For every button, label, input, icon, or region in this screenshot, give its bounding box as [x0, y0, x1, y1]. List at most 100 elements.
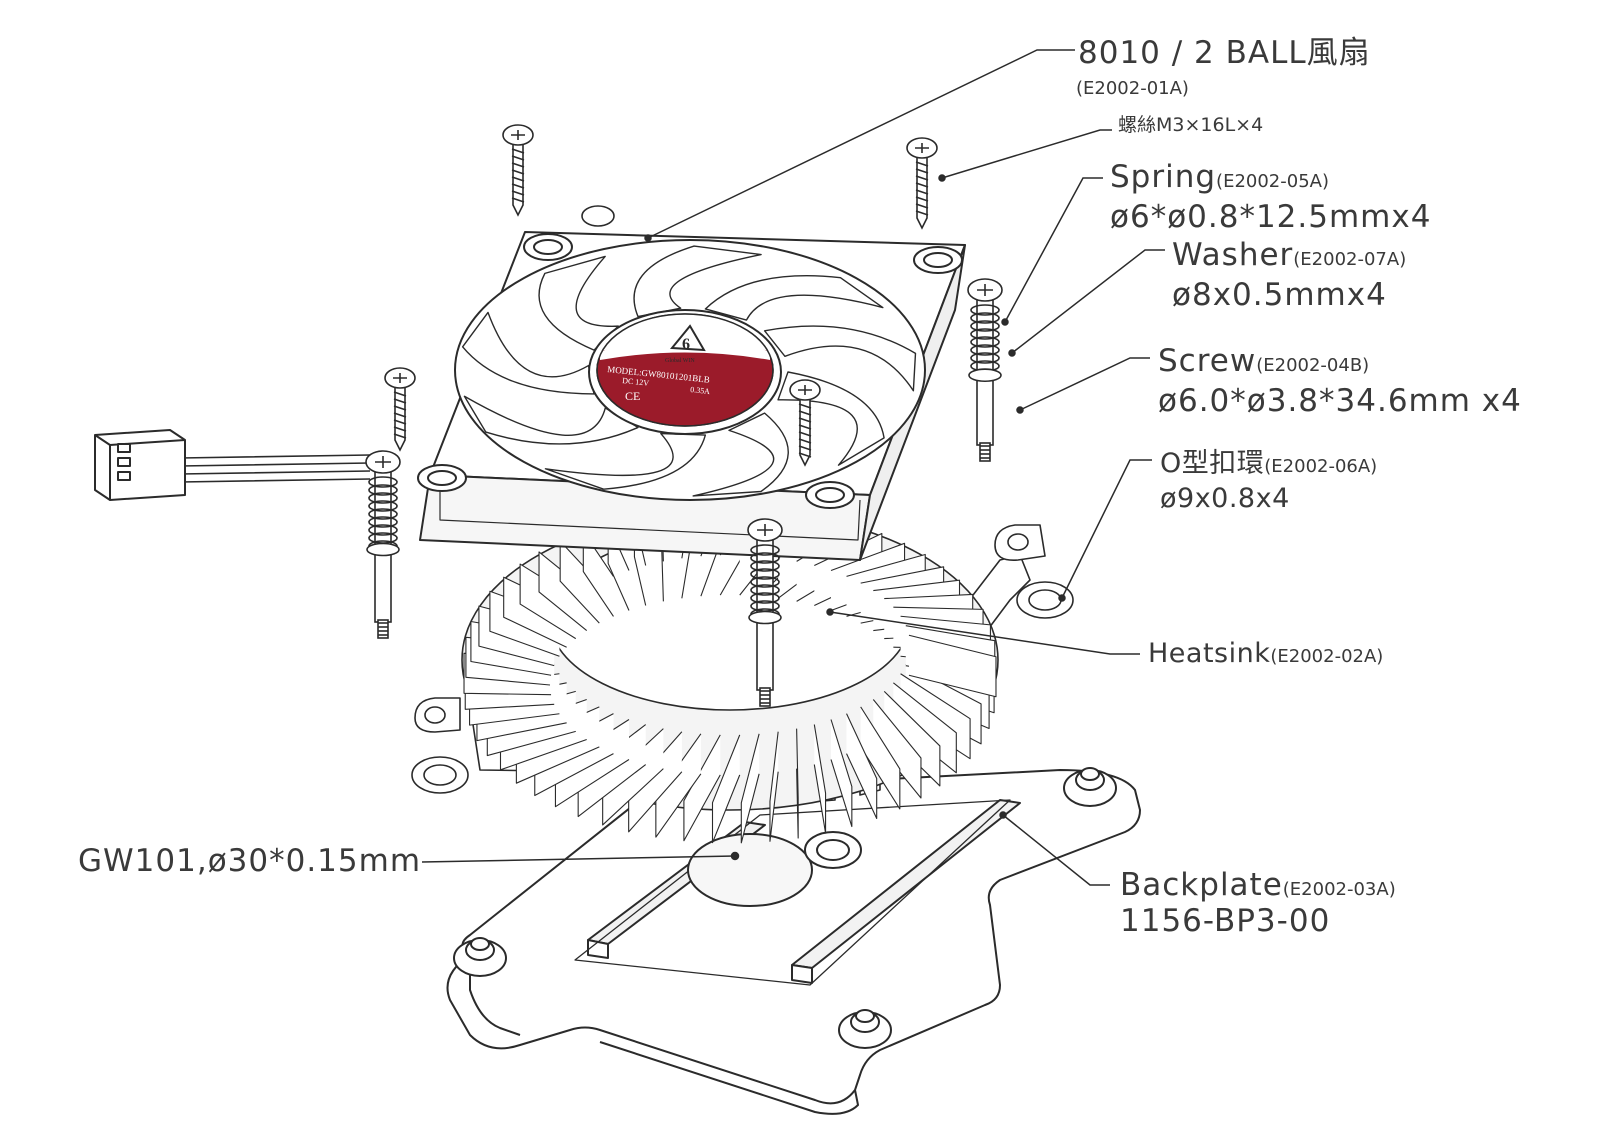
spring-coil	[750, 560, 780, 572]
backplate-label: Backplate(E2002-03A)	[1120, 870, 1396, 901]
heatsink-fin	[740, 733, 760, 844]
push-pin-screw-1	[967, 278, 1003, 462]
washer	[366, 542, 400, 557]
screw-thread	[798, 403, 812, 409]
spring-coil	[970, 352, 1000, 364]
push-pin-screw-3	[747, 518, 783, 707]
spring-coil	[368, 492, 398, 504]
screw-label: Screw(E2002-04B)	[1158, 346, 1369, 377]
screw-thread	[798, 452, 812, 458]
oring-name: O型扣環	[1160, 448, 1265, 479]
screw-thread	[393, 391, 407, 397]
spring-coil	[368, 476, 398, 488]
heatsink-fin	[860, 706, 901, 810]
screw-thread	[393, 398, 407, 404]
fan-blade	[763, 325, 917, 392]
sticker-current: 0.35A	[690, 385, 711, 396]
fan-label: 8010 / 2 BALL風扇	[1078, 35, 1371, 71]
screw-thread	[915, 182, 929, 188]
oring-part-code: (E2002-06A)	[1264, 456, 1378, 477]
spring-coil	[750, 568, 780, 580]
spring-coil	[368, 508, 398, 520]
screw-thread	[915, 210, 929, 216]
heatsink-fin	[711, 734, 741, 844]
oring-label: O型扣環(E2002-06A)	[1160, 450, 1377, 477]
spring-coil	[970, 320, 1000, 332]
fan-screw-1	[502, 124, 534, 217]
heatsink-fin	[796, 728, 799, 839]
spring-coil	[970, 312, 1000, 324]
sticker-ce-mark: CE	[625, 389, 640, 403]
screw-thread	[915, 196, 929, 202]
fan-blade	[633, 245, 762, 318]
spring-coil	[750, 584, 780, 596]
spring-part-code: (E2002-05A)	[1216, 171, 1329, 192]
backplate-part-code: (E2002-03A)	[1282, 879, 1396, 900]
spring-coil	[970, 304, 1000, 316]
spring-coil	[970, 336, 1000, 348]
heatsink-fin	[559, 540, 600, 624]
backplate-name: Backplate	[1120, 867, 1283, 903]
screw-thread	[393, 412, 407, 418]
heatsink-fin	[813, 724, 827, 834]
washer	[968, 368, 1002, 383]
spring-coil	[970, 344, 1000, 356]
screw-thread	[798, 438, 812, 444]
fan-screw-4	[789, 379, 821, 467]
heatsink-label: Heatsink(E2002-02A)	[1148, 640, 1383, 667]
screw-thread	[511, 155, 525, 161]
oring-spec: ø9x0.8x4	[1160, 483, 1290, 514]
spring-coil	[368, 484, 398, 496]
screw-thread	[915, 189, 929, 195]
pin-tip	[759, 687, 771, 707]
fan-screw-2	[906, 137, 938, 230]
screw-thread	[798, 424, 812, 430]
spring-coil	[368, 524, 398, 536]
screw-thread	[798, 431, 812, 437]
screw-thread	[798, 445, 812, 451]
spring-name: Spring	[1110, 159, 1217, 195]
spring-coil	[970, 328, 1000, 340]
screw-thread	[511, 176, 525, 182]
pin-tip	[377, 619, 389, 639]
fan-part-code: (E2002-01A)	[1076, 78, 1189, 99]
thermal-pad-label: GW101,ø30*0.15mm	[78, 843, 422, 879]
spring-coil	[368, 500, 398, 512]
fan-screw-label: 螺絲M3×16L×4	[1118, 114, 1264, 136]
heatsink-fin	[846, 713, 878, 820]
fan-blade	[544, 432, 707, 490]
heatsink-fin	[769, 731, 779, 842]
screws	[365, 124, 1003, 707]
spring-coil	[750, 552, 780, 564]
screw-thread	[393, 426, 407, 432]
fan	[94, 231, 966, 561]
screw-thread	[511, 148, 525, 154]
screw-thread	[915, 203, 929, 209]
fan-blade	[461, 311, 595, 395]
screw-thread	[798, 410, 812, 416]
heatsink-part-code: (E2002-02A)	[1270, 646, 1384, 667]
spring-spec: ø6*ø0.8*12.5mmx4	[1110, 199, 1432, 235]
fan-blade	[463, 395, 639, 445]
screw-thread	[511, 169, 525, 175]
fan-screw-3	[384, 367, 416, 452]
screw-thread	[393, 405, 407, 411]
screw-thread	[915, 161, 929, 167]
heatsink-fin	[830, 719, 853, 828]
screw-thread	[915, 168, 929, 174]
heatsink-fin	[908, 634, 997, 698]
phillips-icon	[511, 130, 525, 140]
screw-name: Screw	[1158, 343, 1257, 379]
phillips-icon	[375, 456, 391, 468]
fan-sticker: 6 Global WIN MODEL:GW80101201BLB DC 12V …	[596, 313, 774, 427]
heatsink-fin	[683, 734, 721, 842]
heatsink-fin	[582, 530, 614, 617]
fan-blade	[704, 275, 884, 321]
svg-text:6: 6	[682, 336, 690, 353]
screw-thread	[393, 419, 407, 425]
screw-part-code: (E2002-04B)	[1256, 355, 1370, 376]
spring-coil	[750, 544, 780, 556]
heatsink	[411, 506, 1074, 844]
backplate-part-number: 1156-BP3-00	[1120, 903, 1331, 939]
